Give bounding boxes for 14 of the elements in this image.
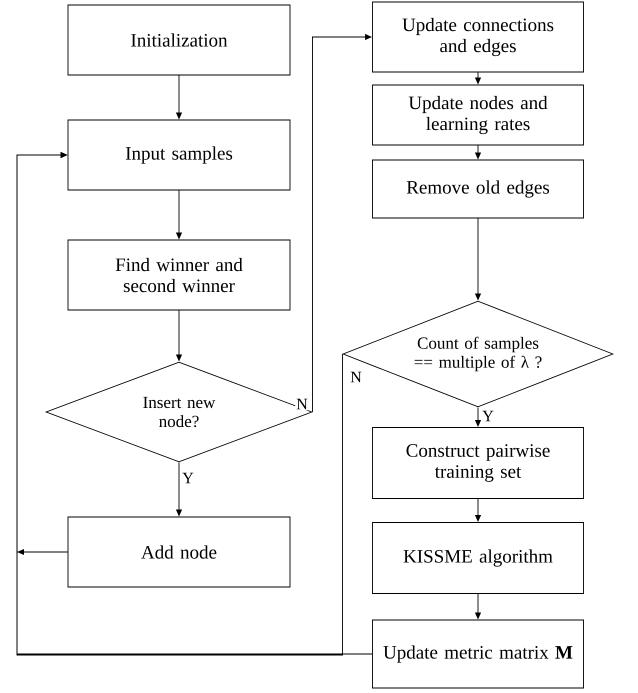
process-box: Input samples xyxy=(68,120,290,190)
edge-label: N xyxy=(349,370,363,384)
edge-label: Y xyxy=(181,472,195,484)
process-box: Update nodes and learning rates xyxy=(372,84,584,146)
process-box: Construct pairwise training set xyxy=(372,427,584,499)
process-box: Update metric matrix M xyxy=(372,620,584,688)
process-box: KISSME algorithm xyxy=(372,522,584,594)
edge-label: Y xyxy=(481,410,495,422)
process-box: Update connections and edges xyxy=(372,2,584,72)
process-box: Add node xyxy=(68,516,290,588)
process-box: Find winner and second winner xyxy=(68,240,290,310)
process-box: Remove old edges xyxy=(372,160,584,218)
process-box: Initialization xyxy=(68,4,290,76)
edge-label: N xyxy=(295,398,309,410)
